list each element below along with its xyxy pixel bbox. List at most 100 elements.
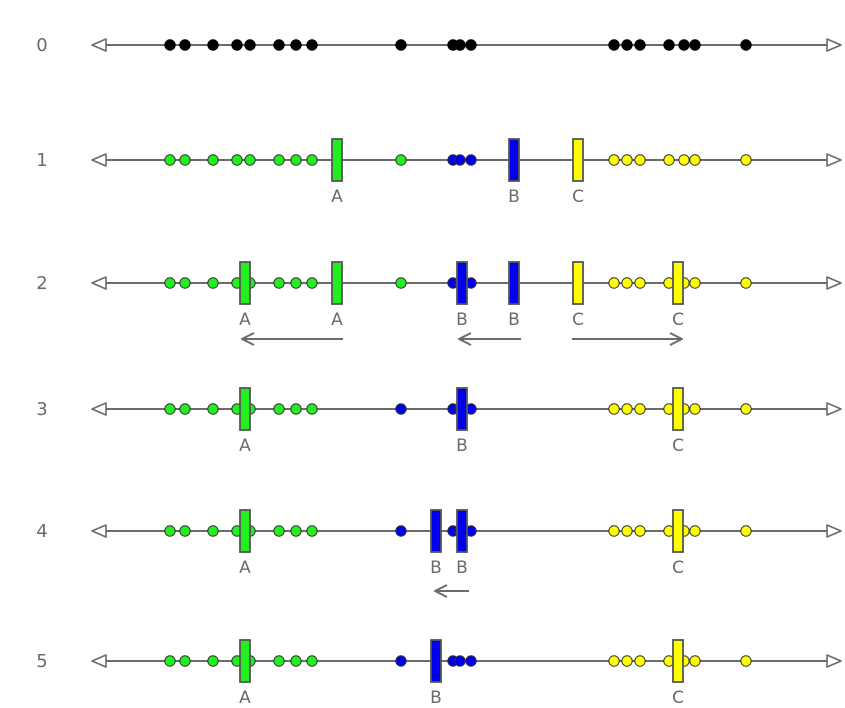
axis-arrowhead-left — [91, 38, 107, 52]
data-point — [621, 525, 633, 537]
axis-arrowhead-left — [91, 402, 107, 416]
centroid-label: A — [239, 310, 251, 330]
centroid-c — [672, 387, 684, 431]
data-point — [164, 277, 176, 289]
data-point — [207, 277, 219, 289]
centroid-label: C — [672, 558, 684, 578]
data-point — [740, 525, 752, 537]
axis-arrowhead-left — [91, 153, 107, 167]
data-point — [608, 403, 620, 415]
data-point — [634, 655, 646, 667]
centroid-b — [456, 261, 468, 305]
movement-arrowhead — [241, 332, 255, 346]
movement-arrowhead — [458, 332, 472, 346]
centroid-a — [239, 509, 251, 553]
data-point — [608, 39, 620, 51]
axis-arrowhead-right — [826, 524, 842, 538]
data-point — [164, 39, 176, 51]
centroid-label: C — [572, 187, 584, 207]
row-label: 2 — [36, 273, 47, 294]
data-point — [395, 39, 407, 51]
data-point — [663, 39, 675, 51]
centroid-c-previous — [572, 261, 584, 305]
axis-arrowhead-left — [91, 524, 107, 538]
centroid-label: B — [456, 310, 468, 330]
data-point — [306, 525, 318, 537]
data-point — [740, 655, 752, 667]
row-label: 5 — [36, 651, 47, 672]
data-point — [290, 403, 302, 415]
centroid-b — [456, 387, 468, 431]
iteration-row-5: 5A B C — [36, 639, 842, 708]
centroid-b-previous — [508, 261, 520, 305]
data-point — [689, 154, 701, 166]
data-point — [454, 39, 466, 51]
data-point — [164, 525, 176, 537]
centroid-b-previous — [456, 509, 468, 553]
data-point — [207, 39, 219, 51]
centroid-label: B — [430, 688, 442, 708]
data-point — [290, 154, 302, 166]
centroid-label: B — [508, 310, 520, 330]
data-point — [164, 655, 176, 667]
data-point — [273, 154, 285, 166]
centroid-label: A — [239, 688, 251, 708]
data-point — [689, 525, 701, 537]
data-point — [678, 154, 690, 166]
data-point — [621, 39, 633, 51]
centroid-c — [672, 639, 684, 683]
data-point — [395, 277, 407, 289]
data-point — [454, 655, 466, 667]
data-point — [740, 154, 752, 166]
data-point — [231, 154, 243, 166]
data-point — [608, 525, 620, 537]
centroid-a-previous — [331, 261, 343, 305]
data-point — [621, 154, 633, 166]
data-point — [465, 655, 477, 667]
data-point — [689, 655, 701, 667]
data-point — [740, 277, 752, 289]
data-point — [164, 403, 176, 415]
centroid-label: A — [331, 310, 343, 330]
centroid-label: B — [456, 436, 468, 456]
data-point — [179, 525, 191, 537]
data-point — [290, 525, 302, 537]
data-point — [244, 154, 256, 166]
data-point — [608, 154, 620, 166]
centroid-label: A — [331, 187, 343, 207]
centroid-label: C — [672, 688, 684, 708]
data-point — [244, 39, 256, 51]
data-point — [634, 39, 646, 51]
data-point — [634, 525, 646, 537]
data-point — [678, 39, 690, 51]
centroid-c — [672, 261, 684, 305]
data-point — [306, 39, 318, 51]
centroid-label: C — [672, 436, 684, 456]
movement-arrowhead — [434, 584, 448, 598]
data-point — [395, 525, 407, 537]
centroid-a — [239, 387, 251, 431]
axis-arrowhead-right — [826, 654, 842, 668]
data-point — [179, 154, 191, 166]
data-point — [207, 403, 219, 415]
centroid-label: C — [572, 310, 584, 330]
data-point — [273, 655, 285, 667]
data-point — [689, 403, 701, 415]
data-point — [608, 655, 620, 667]
data-point — [634, 277, 646, 289]
data-point — [306, 655, 318, 667]
row-label: 1 — [36, 150, 47, 171]
data-point — [621, 403, 633, 415]
data-point — [465, 39, 477, 51]
centroid-b — [430, 509, 442, 553]
row-label: 4 — [36, 521, 47, 542]
data-point — [179, 403, 191, 415]
axis-arrowhead-left — [91, 654, 107, 668]
data-point — [663, 154, 675, 166]
data-point — [273, 277, 285, 289]
centroid-c — [672, 509, 684, 553]
data-point — [273, 39, 285, 51]
